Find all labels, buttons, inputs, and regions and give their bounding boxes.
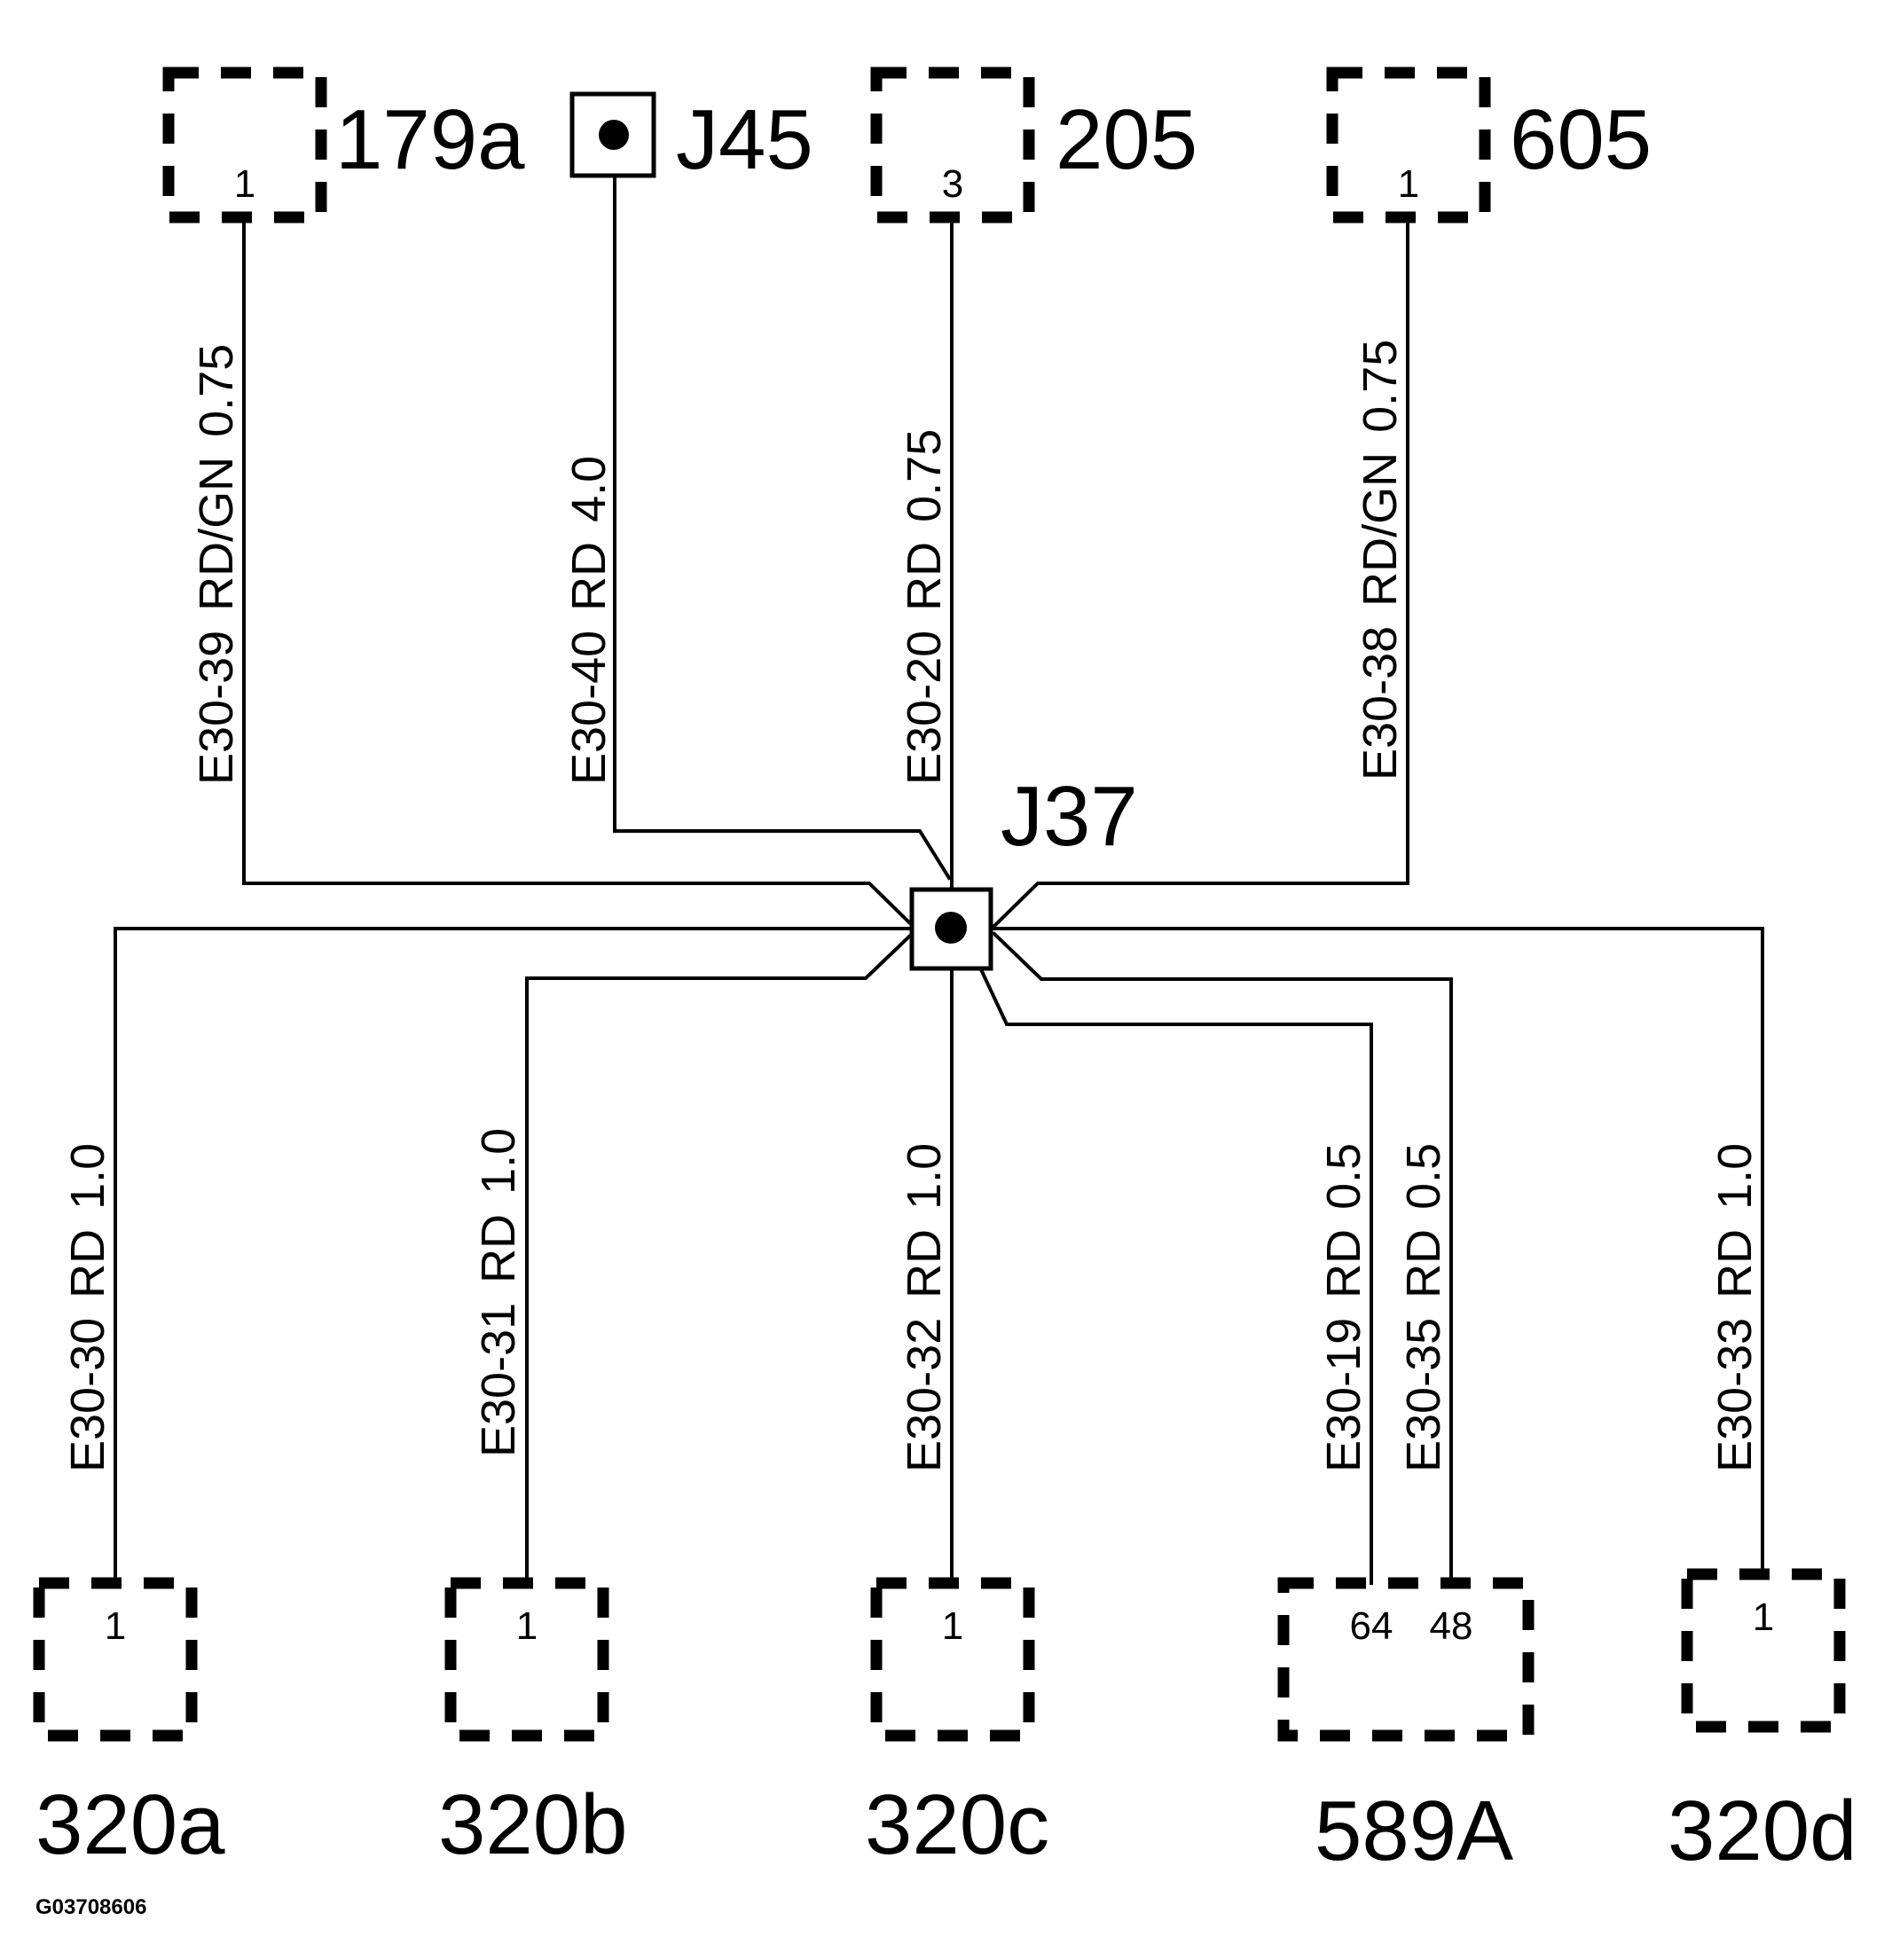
connector-label: 320a: [35, 1777, 225, 1872]
connector-box: [444, 1577, 609, 1742]
pin-number: 1: [942, 1604, 963, 1648]
connector-label: 179a: [335, 92, 525, 187]
connector-label: 589A: [1315, 1784, 1513, 1878]
connector-320a: 1 320a: [33, 1577, 225, 1872]
figure-reference: G03708606: [35, 1895, 146, 1919]
wire-label-e30-35: E30-35RD0.5: [1397, 1143, 1450, 1472]
pin-number: 1: [1398, 162, 1419, 206]
wire-label-e30-33: E30-33RD1.0: [1708, 1143, 1762, 1472]
wires: [114, 124, 1764, 1585]
pin-number: 64: [1350, 1604, 1393, 1648]
wire-label-e30-31: E30-31RD1.0: [472, 1128, 525, 1457]
junction-j37: J37: [909, 769, 1138, 971]
connector-label: J45: [676, 92, 813, 187]
connector-605: 1 605: [1326, 67, 1652, 223]
connector-589a: 64 48 589A: [1277, 1577, 1535, 1878]
pin-number: 1: [1753, 1595, 1774, 1639]
connector-179a: 1 179a: [162, 67, 525, 223]
wire-label-e30-40: E30-40RD4.0: [562, 456, 616, 785]
connector-label: 205: [1056, 92, 1197, 187]
pin-number: 48: [1430, 1604, 1473, 1648]
wire-e30-35: [992, 931, 1453, 1585]
wire-e30-30: [114, 927, 914, 1585]
wire-e30-39: [242, 216, 912, 925]
connector-320c: 1 320c: [865, 1577, 1049, 1872]
pin-number: 3: [942, 162, 963, 206]
wire-e30-33: [989, 927, 1764, 1576]
connector-j45: J45: [569, 91, 813, 187]
connector-box: [33, 1577, 198, 1742]
connector-label: 320b: [438, 1777, 628, 1872]
connector-label: 605: [1510, 92, 1652, 187]
connector-box: [1326, 67, 1491, 223]
wire-e30-19: [977, 965, 1373, 1585]
connector-box: [870, 67, 1035, 223]
pin-number: 1: [234, 162, 255, 206]
wire-label-e30-38: E30-38RD/GN0.75: [1354, 340, 1407, 780]
connector-label: 320c: [865, 1777, 1049, 1872]
wire-e30-40: [613, 124, 952, 881]
pin-number: 1: [516, 1604, 538, 1648]
wire-e30-38: [992, 216, 1409, 929]
connector-320b: 1 320b: [438, 1577, 628, 1872]
connector-label: 320d: [1668, 1784, 1857, 1878]
wire-labels: E30-39RD/GN0.75 E30-40RD4.0 E30-20RD0.75…: [61, 340, 1762, 1472]
wire-label-e30-30: E30-30RD1.0: [61, 1143, 114, 1472]
wire-label-e30-20: E30-20RD0.75: [898, 429, 951, 785]
pin-number: 1: [105, 1604, 126, 1648]
junction-label: J37: [1001, 769, 1138, 864]
connector-box: [870, 1577, 1035, 1742]
connector-box: [162, 67, 327, 223]
wire-label-e30-32: E30-32RD1.0: [898, 1143, 951, 1472]
junction-dot: [935, 912, 967, 944]
wire-label-e30-39: E30-39RD/GN0.75: [190, 344, 243, 785]
connector-box: [1681, 1568, 1846, 1733]
wire-label-e30-19: E30-19RD0.5: [1317, 1143, 1370, 1472]
connector-box: [1277, 1577, 1535, 1742]
wire-e30-31: [525, 934, 912, 1585]
splice-dot: [599, 120, 629, 150]
connector-205: 3 205: [870, 67, 1197, 223]
connector-320d: 1 320d: [1668, 1568, 1857, 1878]
